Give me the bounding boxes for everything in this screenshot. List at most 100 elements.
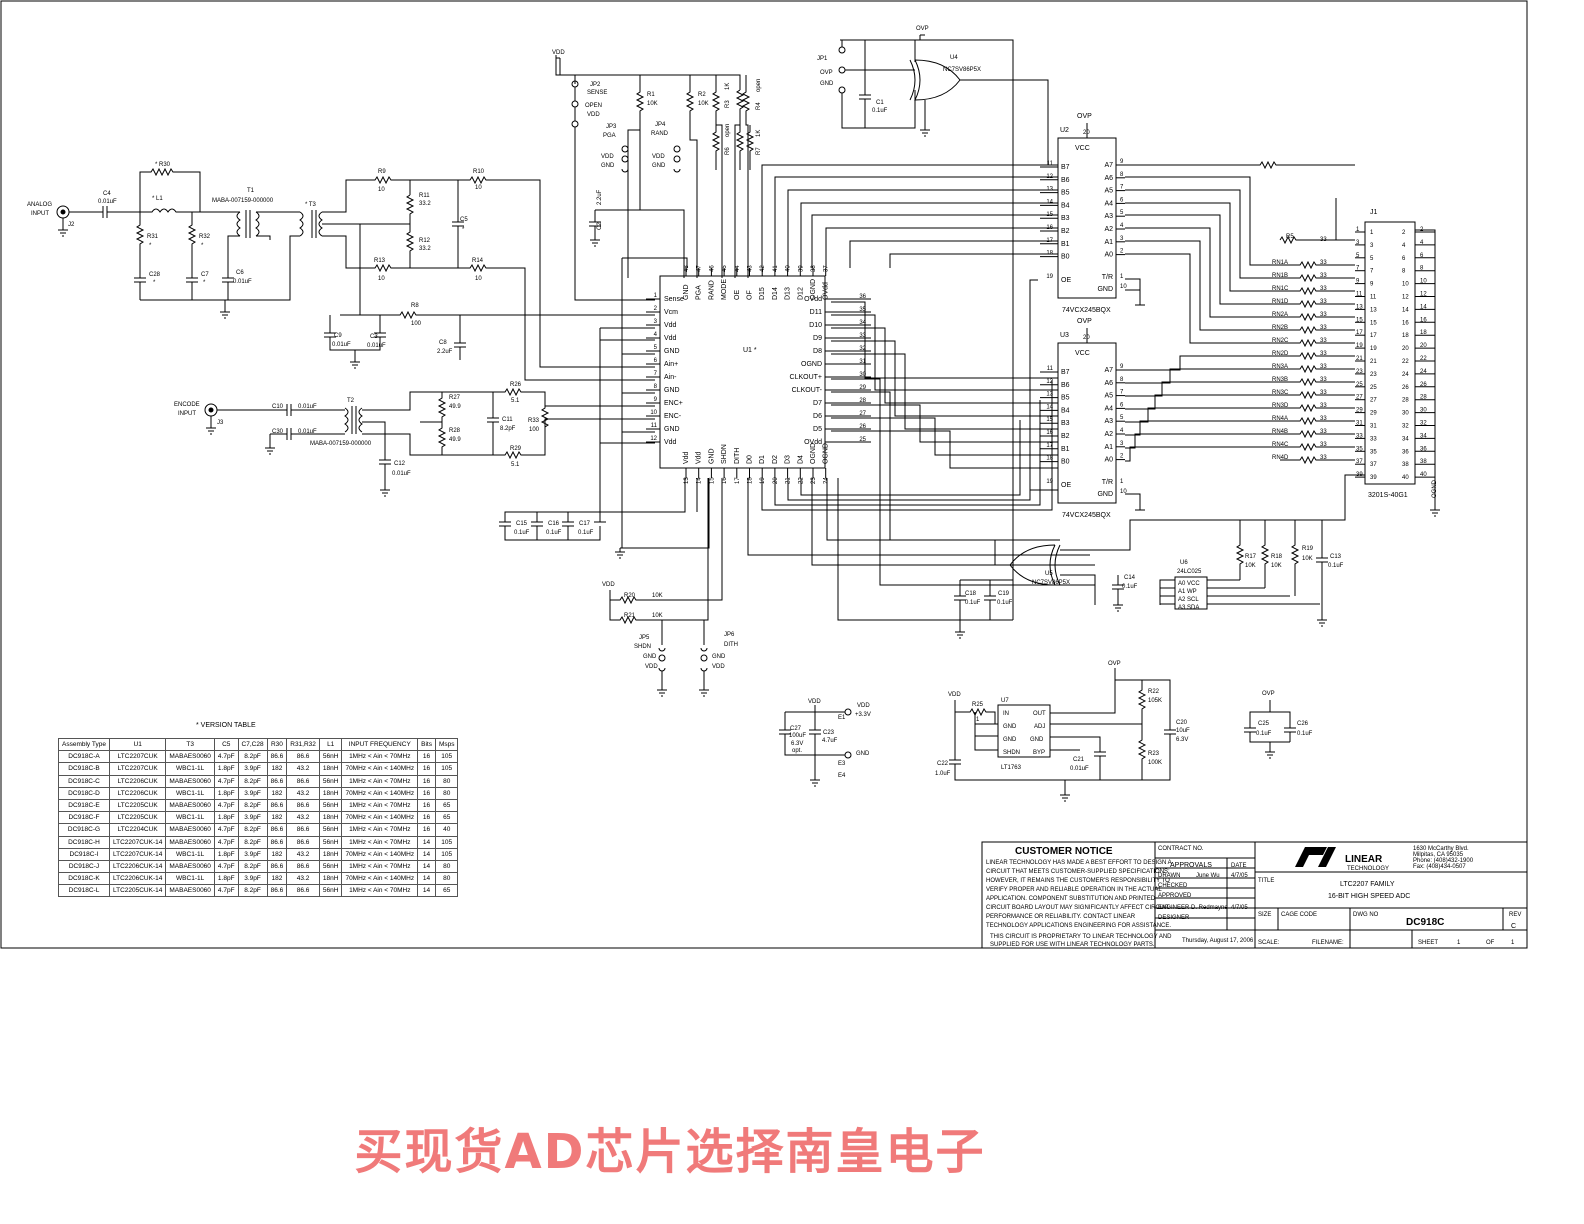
wire: [1280, 325, 1355, 335]
table-cell: 18nH: [318, 811, 343, 825]
pin-number: 14: [1402, 307, 1409, 313]
wire: [1280, 390, 1355, 400]
label-encode-input: ENCODE: [174, 402, 200, 408]
connector-part: 3201S-40G1: [1368, 492, 1408, 499]
label-e3: E3: [838, 761, 846, 767]
notice-line: HOWEVER, IT REMAINS THE CUSTOMER'S RESPO…: [986, 878, 1170, 884]
table-cell: 105: [434, 750, 459, 764]
pin-label: SHDN: [721, 444, 728, 464]
pin-number: 8: [654, 384, 658, 390]
table-header: R30: [266, 737, 288, 752]
pin-label: D6: [813, 413, 822, 420]
pin-label: OE: [1061, 277, 1071, 284]
pin-label: B5: [1061, 190, 1070, 197]
label-r22: R22: [1148, 689, 1160, 695]
pin-label: B1: [1061, 241, 1070, 248]
pin-number: 25: [1370, 385, 1377, 391]
pin-label: OVdd: [804, 296, 822, 303]
pin-number: 41: [773, 265, 779, 272]
table-cell: 1MHz < Ain < 70MHz: [341, 774, 419, 788]
table-cell: 80: [434, 786, 459, 800]
resistor-network-value: 33: [1320, 442, 1327, 448]
pin-number: 42: [760, 265, 766, 272]
label-u6: U6: [1180, 560, 1188, 566]
resistor-network-value: 33: [1320, 286, 1327, 292]
resistor-network-value: 33: [1320, 260, 1327, 266]
pin-number: 16: [722, 477, 728, 484]
table-cell: DC918C-D: [58, 786, 110, 800]
rev-value: C: [1511, 923, 1516, 930]
resistor-network-value: 33: [1320, 455, 1327, 461]
label-u4-part: NC7SV86P5X: [943, 67, 981, 73]
pin-label: GND: [683, 284, 690, 300]
table-cell: 8.2pF: [237, 884, 268, 898]
label-r23v: 100K: [1148, 760, 1162, 766]
label-r10v: 10: [475, 185, 482, 191]
table-cell: 43.2: [286, 811, 320, 825]
label-c28s: *: [153, 280, 156, 286]
label-e4: E4: [838, 773, 846, 779]
pin-label: MODE: [721, 279, 728, 300]
label-r3v: 1K: [725, 83, 731, 90]
address-line: Milpitas, CA 95035: [1413, 852, 1464, 858]
label-r20: R20: [624, 593, 636, 599]
pin-number: 7: [654, 371, 658, 377]
pin-label: CLKOUT-: [792, 387, 823, 394]
pin-number: 16: [1420, 317, 1427, 323]
pin-label: B5: [1061, 395, 1070, 402]
wire: [1280, 442, 1355, 452]
label-r31: R31: [147, 234, 159, 240]
pin-label: B2: [1061, 433, 1070, 440]
table-cell: 1.8pF: [213, 786, 239, 800]
pin-number: 32: [859, 346, 866, 352]
pin-number: 23: [1356, 369, 1363, 375]
table-cell: 1.8pF: [213, 847, 239, 861]
pin-number: 12: [1402, 295, 1409, 301]
table-cell: 18nH: [318, 847, 343, 861]
wire: [1280, 416, 1355, 426]
table-cell: 18nH: [318, 786, 343, 800]
table-cell: DC918C-K: [58, 872, 110, 886]
pin-number: 7: [1120, 390, 1124, 396]
label-r33v: 100: [529, 427, 540, 433]
pin-label: D12: [797, 287, 804, 300]
pin-number: 6: [1120, 402, 1124, 408]
pin-label: A5: [1104, 188, 1113, 195]
label-u7-shdn: SHDN: [1003, 750, 1020, 756]
label-r8v: 100: [411, 321, 422, 327]
table-cell: DC918C-B: [58, 762, 110, 776]
label-jp2: JP2: [590, 82, 601, 88]
resistor-network-label: RN3A: [1272, 364, 1288, 370]
label-c6: C6: [236, 270, 244, 276]
pin-number: 46: [709, 265, 715, 272]
title-label: TITLE: [1258, 878, 1274, 884]
pin-label: B4: [1061, 202, 1070, 209]
pin-number: 6: [1420, 253, 1424, 259]
pin-number: 19: [1370, 346, 1377, 352]
address-line: Phone: (408)432-1900: [1413, 858, 1474, 864]
resistor-network-label: RN4C: [1272, 442, 1289, 448]
pin-number: 20: [1420, 343, 1427, 349]
table-cell: LTC2207CUK: [108, 750, 167, 764]
pin-number: 39: [798, 265, 804, 272]
table-header: U1: [108, 737, 167, 752]
pin-label: B0: [1061, 254, 1070, 261]
pin-label: B6: [1061, 382, 1070, 389]
pin-number: 40: [1402, 475, 1409, 481]
table-cell: 182: [266, 762, 288, 776]
label-r28v: 49.9: [449, 437, 461, 443]
label-c7s: *: [203, 280, 206, 286]
table-cell: 86.6: [266, 835, 288, 849]
version-table-title: * VERSION TABLE: [196, 722, 256, 729]
buffer-part: 74VCX245BQX: [1062, 307, 1111, 314]
address-line: 1630 McCarthy Blvd.: [1413, 846, 1469, 852]
resistor-network-label: RN1D: [1272, 299, 1289, 305]
label-r12: R12: [419, 238, 431, 244]
pin-label: OGND: [801, 361, 822, 368]
label-jp1: JP1: [817, 56, 828, 62]
resistor-network-label: RN2D: [1272, 351, 1289, 357]
